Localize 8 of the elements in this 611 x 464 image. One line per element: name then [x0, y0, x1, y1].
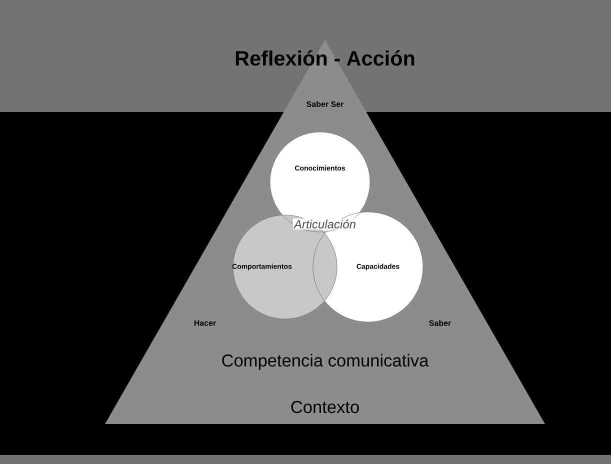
- pyramid-text: Contexto: [291, 400, 359, 414]
- pyramid-text: Saber Ser: [306, 101, 344, 107]
- pyramid-text: Saber: [429, 320, 451, 326]
- pyramid-text: Competencia comunicativa: [222, 354, 429, 370]
- circle-outline: [270, 132, 370, 232]
- title: Reflexión - Acción: [236, 50, 414, 66]
- center-label: Articulación: [293, 218, 358, 230]
- pyramid-text: Hacer: [194, 320, 216, 326]
